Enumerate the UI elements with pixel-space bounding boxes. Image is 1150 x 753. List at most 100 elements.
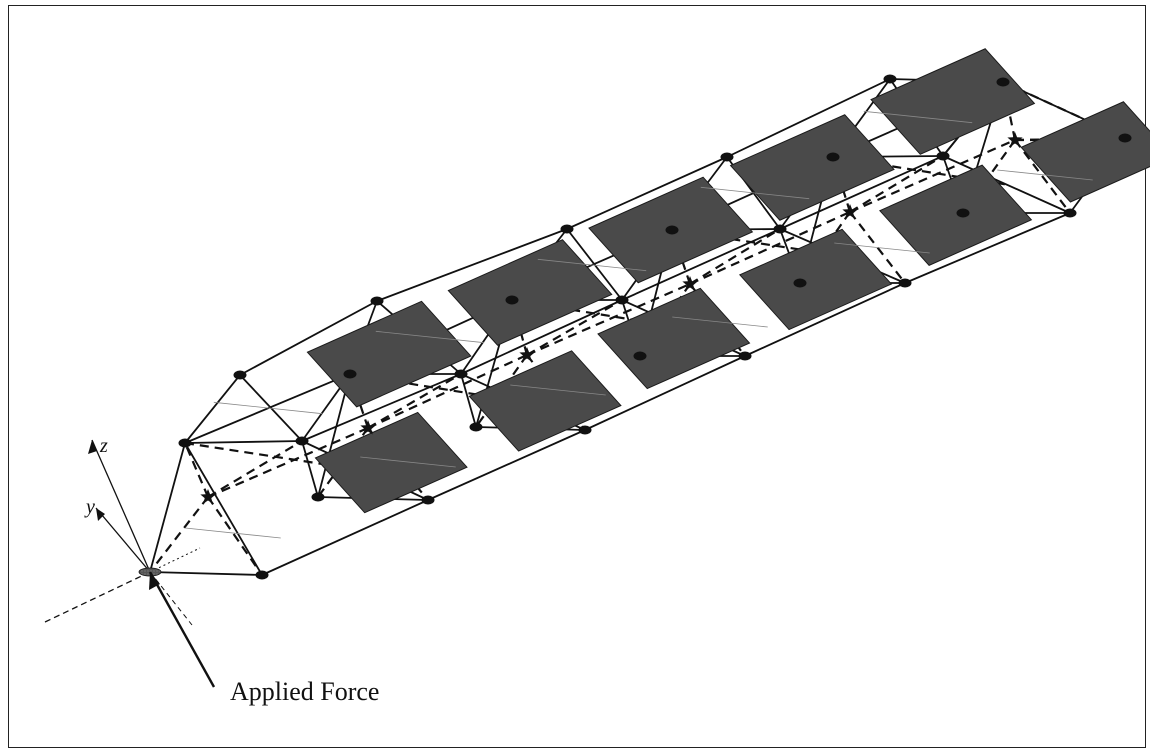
panel-spoke bbox=[997, 169, 1093, 181]
applied-force-arrowhead bbox=[149, 572, 160, 590]
inner-chord-member bbox=[621, 228, 781, 301]
panel-spoke bbox=[672, 316, 768, 328]
truss-node bbox=[996, 77, 1010, 87]
y-axis-arrowhead bbox=[96, 508, 105, 521]
bottom-chord-member bbox=[261, 499, 429, 576]
web-member bbox=[317, 373, 351, 498]
internal-member bbox=[207, 440, 303, 498]
solar-panel bbox=[468, 350, 622, 452]
x-axis-extension bbox=[149, 547, 201, 573]
truss-node bbox=[665, 225, 679, 235]
solar-panel bbox=[738, 228, 893, 331]
internal-member bbox=[1014, 139, 1071, 214]
internal-member bbox=[849, 155, 944, 213]
web-member bbox=[184, 374, 241, 444]
inner-star-node bbox=[842, 204, 858, 219]
truss-nodes bbox=[178, 74, 1132, 580]
truss-node bbox=[454, 369, 468, 379]
web-member bbox=[149, 442, 186, 573]
internal-member bbox=[849, 138, 1016, 214]
panel-spoke bbox=[510, 384, 606, 396]
truss-node bbox=[1118, 133, 1132, 143]
inner-chord-member bbox=[301, 373, 462, 442]
internal-member bbox=[149, 496, 209, 573]
truss-node bbox=[311, 492, 325, 502]
inner-chord-member bbox=[779, 155, 944, 230]
inner-star-node bbox=[682, 276, 698, 291]
solar-panel bbox=[870, 48, 1036, 155]
solar-panel bbox=[314, 411, 468, 514]
truss-node bbox=[956, 208, 970, 218]
panel-spoke bbox=[375, 330, 485, 344]
web-member bbox=[184, 440, 303, 444]
internal-member bbox=[367, 373, 462, 429]
panel-spokes bbox=[185, 110, 1093, 539]
panel-spoke bbox=[537, 258, 647, 272]
top-chord-member bbox=[376, 228, 568, 302]
panel-spoke bbox=[834, 242, 930, 254]
truss-node bbox=[233, 370, 247, 380]
y-axis-label: y bbox=[84, 496, 95, 518]
z-axis-arrowhead bbox=[88, 440, 97, 454]
panel-spoke bbox=[863, 110, 973, 124]
truss-node bbox=[793, 278, 807, 288]
applied-force-arrow bbox=[148, 571, 216, 688]
truss-node bbox=[633, 351, 647, 361]
truss-node bbox=[469, 422, 483, 432]
web-member bbox=[460, 373, 477, 428]
bottom-chord-member bbox=[744, 282, 906, 357]
panel-spoke bbox=[185, 527, 281, 539]
truss-node bbox=[370, 296, 384, 306]
internal-member bbox=[689, 228, 781, 285]
solar-panel bbox=[879, 164, 1033, 266]
applied-force-label: Applied Force bbox=[230, 677, 379, 706]
truss-node bbox=[883, 74, 897, 84]
truss-node bbox=[898, 278, 912, 288]
solar-panel bbox=[306, 300, 472, 408]
inner-star-node bbox=[360, 420, 376, 435]
y-axis-line bbox=[95, 507, 151, 573]
web-member bbox=[942, 155, 1071, 214]
truss-node bbox=[826, 152, 840, 162]
top-chord-member bbox=[726, 78, 891, 158]
truss-node bbox=[421, 495, 435, 505]
bottom-chord-member bbox=[427, 429, 586, 501]
truss-node bbox=[738, 351, 752, 361]
truss-node bbox=[343, 369, 357, 379]
truss-node bbox=[720, 152, 734, 162]
truss-node bbox=[615, 295, 629, 305]
internal-member bbox=[526, 299, 623, 356]
truss-node bbox=[936, 151, 950, 161]
solar-panels bbox=[306, 48, 1150, 514]
inner-star-node bbox=[1007, 132, 1023, 147]
web-member bbox=[566, 228, 623, 301]
truss-node bbox=[1063, 208, 1077, 218]
inner-star-node bbox=[519, 347, 535, 362]
web-member bbox=[301, 440, 319, 498]
coordinate-axes bbox=[44, 439, 216, 688]
middle-chord-member bbox=[184, 373, 351, 444]
solar-panel bbox=[1020, 101, 1150, 203]
bottom-chord-member bbox=[584, 355, 746, 431]
internal-member bbox=[183, 442, 210, 498]
inner-star-node bbox=[200, 489, 216, 504]
top-chord-member bbox=[239, 300, 378, 376]
truss-node bbox=[578, 425, 592, 435]
z-axis-label: z bbox=[99, 435, 108, 457]
panel-spoke bbox=[360, 456, 456, 468]
solar-panel bbox=[447, 239, 613, 346]
truss-node bbox=[773, 224, 787, 234]
truss-node bbox=[255, 570, 269, 580]
truss-node bbox=[560, 224, 574, 234]
solar-panel bbox=[597, 287, 751, 390]
web-member bbox=[184, 442, 263, 576]
panel-spoke bbox=[213, 401, 323, 415]
panel-spoke bbox=[700, 186, 810, 200]
web-member bbox=[149, 571, 263, 576]
internal-member bbox=[207, 496, 263, 576]
bottom-chord-member bbox=[904, 212, 1071, 284]
x-axis-line bbox=[44, 571, 151, 623]
inner-chord-member bbox=[460, 299, 623, 375]
z-axis-line bbox=[91, 439, 151, 573]
